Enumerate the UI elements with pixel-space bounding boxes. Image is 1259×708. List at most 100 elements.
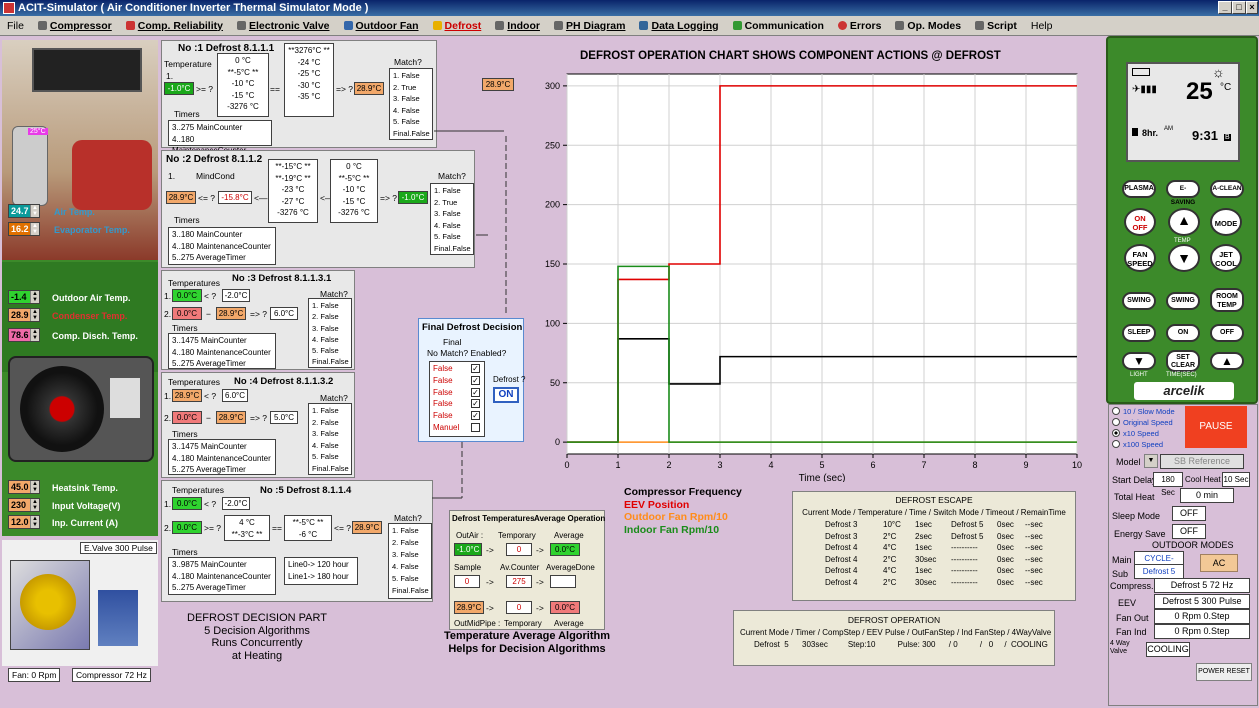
final-checkbox[interactable]: ✓ (471, 387, 480, 397)
x-tick-label: 1 (615, 460, 620, 470)
d4-v5: 5.0°C (270, 411, 298, 424)
speed-radio-label: x10 Speed (1123, 429, 1159, 438)
menu-indoor[interactable]: Indoor (488, 20, 547, 32)
setclear-button[interactable]: SET CLEAR (1166, 350, 1200, 372)
menu-data-logging[interactable]: Data Logging (632, 20, 725, 32)
fan-mode-icon: ✈▮▮▮ (1132, 84, 1157, 95)
menu-script[interactable]: Script (968, 20, 1024, 32)
eev-field: Defrost 5 300 Pulse (1154, 594, 1250, 609)
final-checkbox[interactable]: ✓ (471, 411, 480, 421)
radio-icon (1112, 418, 1120, 426)
escape-cell: --sec (1025, 554, 1043, 564)
swing1-button[interactable]: SWING (1122, 292, 1156, 310)
current-spinner[interactable]: 12.0▲▼ (8, 515, 40, 529)
onoff-button[interactable]: ON OFF (1124, 208, 1156, 236)
esaving-button[interactable]: E-SAVING (1166, 180, 1200, 206)
speed-radio[interactable]: 10 / Slow Mode (1112, 406, 1190, 417)
fanspeed-button[interactable]: FAN SPEED (1124, 244, 1156, 272)
y-tick-label: 200 (545, 200, 560, 210)
close-button[interactable]: × (1246, 1, 1258, 14)
menu-compressor[interactable]: Compressor (31, 20, 119, 32)
swing2-button[interactable]: SWING (1166, 292, 1200, 310)
valve-label: 4 Way Valve (1110, 640, 1130, 655)
disch-spinner[interactable]: 78.6▲▼ (8, 328, 40, 342)
final-checkbox[interactable]: ✓ (471, 364, 480, 373)
escape-cell: 0sec (997, 543, 1014, 553)
escape-title: DEFROST ESCAPE (895, 495, 973, 505)
on-button[interactable]: ON (1166, 324, 1200, 342)
avg-mid-value: 28.9°C (454, 601, 484, 614)
speed-radio[interactable]: x100 Speed (1112, 439, 1190, 450)
jetcool-button[interactable]: JET COOL (1210, 244, 1242, 272)
escape-cell: 2sec (915, 531, 932, 541)
model-dropdown-icon[interactable]: ▼ (1144, 454, 1158, 468)
final-checkbox[interactable] (471, 422, 480, 432)
evap-temp-spinner[interactable]: 16.2▲▼ (8, 222, 40, 236)
menu-help[interactable]: Help (1030, 19, 1053, 32)
speed-radio-label: x100 Speed (1123, 440, 1164, 449)
avg-done-value (550, 575, 576, 588)
mode-button[interactable]: MODE (1210, 208, 1242, 236)
maximize-button[interactable]: □ (1232, 1, 1246, 14)
plasma-button[interactable]: PLASMA (1122, 180, 1156, 198)
d2-title: No :2 Defrost 8.1.1.2 (166, 154, 263, 165)
start-delay-field[interactable]: 180 Sec (1153, 472, 1183, 497)
energy-save-field[interactable]: OFF (1172, 524, 1206, 539)
x-tick-label: 9 (1023, 460, 1028, 470)
ac-button[interactable]: AC (1200, 554, 1238, 572)
condenser-spinner[interactable]: 28.9▲▼ (8, 308, 40, 322)
battery-icon (1132, 68, 1150, 76)
x-tick-label: 3 (717, 460, 722, 470)
menu-comp-reliability[interactable]: Comp. Reliability (119, 20, 230, 32)
pause-button[interactable]: PAUSE (1185, 406, 1247, 448)
up-button[interactable]: ▲ (1210, 352, 1244, 370)
chart-legend: Compressor Frequency EEV Position Outdoo… (624, 486, 742, 536)
fan-image (20, 574, 76, 630)
escape-cell: 4°C (883, 566, 897, 576)
model-field[interactable]: SB Reference (1160, 454, 1244, 469)
aclean-button[interactable]: A-CLEAN (1210, 180, 1244, 198)
y-tick-label: 50 (550, 378, 560, 388)
sleep-mode-field[interactable]: OFF (1172, 506, 1206, 521)
d1-value: -1.0°C (164, 82, 194, 95)
final-checkbox[interactable]: ✓ (471, 375, 480, 385)
d3-v1: 0.0°C (172, 289, 202, 302)
menu-ph-diagram[interactable]: PH Diagram (547, 20, 633, 32)
menu-file[interactable]: File (7, 19, 24, 32)
remote-image (12, 126, 48, 206)
escape-cell: --sec (1025, 577, 1043, 587)
speed-radio[interactable]: Original Speed (1112, 417, 1190, 428)
outdoor-unit-image (8, 356, 154, 462)
cool-heat-field[interactable]: 10 Sec (1222, 472, 1250, 487)
light-button[interactable]: ▼ (1122, 352, 1156, 370)
menu-op-modes[interactable]: Op. Modes (888, 20, 968, 32)
x-axis-label: Time (sec) (799, 473, 846, 482)
roomtemp-button[interactable]: ROOM TEMP (1210, 288, 1244, 312)
outdoor-air-spinner[interactable]: -1.4▲▼ (8, 290, 40, 304)
menu-electronic-valve[interactable]: Electronic Valve (230, 20, 337, 32)
menu-communication[interactable]: Communication (726, 20, 831, 32)
minimize-button[interactable]: _ (1218, 1, 1232, 14)
air-temp-spinner[interactable]: 24.7▲▼ (8, 204, 40, 218)
menu-errors[interactable]: Errors (831, 20, 889, 32)
escape-cell: Defrost 3 (825, 520, 858, 529)
power-reset-button[interactable]: POWER RESET (1196, 663, 1252, 681)
menu-outdoor-fan[interactable]: Outdoor Fan (337, 20, 426, 32)
d5-title: No :5 Defrost 8.1.1.4 (260, 485, 352, 496)
temp-up-button[interactable]: ▲ (1168, 208, 1200, 236)
menu-defrost[interactable]: Defrost (426, 20, 489, 32)
off-button[interactable]: OFF (1210, 324, 1244, 342)
fan-grille-image (20, 366, 104, 452)
voltage-spinner[interactable]: 230▲▼ (8, 498, 40, 512)
temp-down-button[interactable]: ▼ (1168, 244, 1200, 272)
fan-icon (343, 20, 353, 30)
final-checkbox[interactable]: ✓ (471, 399, 480, 409)
heatsink-spinner[interactable]: 45.0▲▼ (8, 480, 40, 494)
room-temp-badge: 25°C (28, 128, 48, 135)
errors-icon (837, 20, 847, 30)
sleep-button[interactable]: SLEEP (1122, 324, 1156, 342)
speed-radio[interactable]: x10 Speed (1112, 428, 1190, 439)
